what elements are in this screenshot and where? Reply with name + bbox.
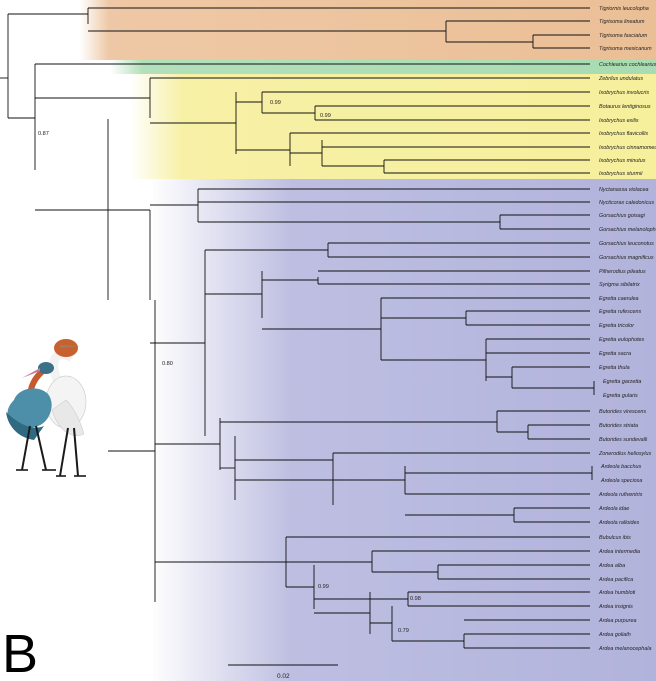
- taxon-label: Egretta eulophotes: [599, 337, 645, 343]
- taxon-label: Ardeola bacchus: [600, 464, 641, 470]
- taxon-label: Nycticorax caledonicus: [599, 200, 654, 206]
- taxon-label: Ardea purpurea: [598, 618, 636, 624]
- taxon-label: Butorides sundevalli: [599, 437, 648, 443]
- clade-band-cochlearius: [110, 60, 656, 74]
- taxon-label: Egretta garzetta: [603, 379, 641, 385]
- taxon-label: Ardea alba: [598, 563, 625, 569]
- support-value: 0.80: [162, 361, 173, 367]
- taxon-label: Ardeola ralloides: [598, 520, 639, 526]
- taxon-label: Tigrisoma fasciatum: [599, 33, 648, 39]
- taxon-label: Gorsachius goisagi: [599, 213, 646, 219]
- taxon-label: Tigrisoma mexicanum: [599, 46, 652, 52]
- clade-band-tigrisoma: [80, 0, 656, 60]
- scale-bar-label: 0.02: [277, 673, 290, 680]
- taxon-label: Botaurus lentiginosus: [599, 104, 651, 110]
- taxon-label: Egretta sacra: [599, 351, 631, 357]
- taxon-label: Ixobrychus minutus: [599, 158, 646, 164]
- support-value: 0.87: [38, 131, 49, 137]
- heron-illustration: [6, 339, 87, 477]
- taxon-label: Ardeola rufiventris: [598, 492, 643, 498]
- tree-branches: [0, 7, 595, 649]
- support-value: 0.79: [398, 628, 409, 634]
- taxon-label: Egretta gularis: [603, 393, 638, 399]
- taxon-label: Ardea pacifica: [598, 577, 633, 583]
- taxon-label: Butorides striata: [599, 423, 638, 429]
- taxon-label: Ardea intermedia: [598, 549, 640, 555]
- taxon-label: Ardea goliath: [598, 632, 631, 638]
- taxon-label: Egretta caerulea: [599, 296, 639, 302]
- support-value: 0.99: [320, 113, 331, 119]
- taxon-label: Ardea insignis: [598, 604, 633, 610]
- taxon-label: Ixobrychus flavicollis: [599, 131, 648, 137]
- taxon-label: Nyctanassa violacea: [599, 187, 648, 193]
- taxon-label: Cochlearius cochlearius: [599, 62, 656, 68]
- support-value: 0.99: [270, 100, 281, 106]
- taxon-label: Egretta tricolor: [599, 323, 634, 329]
- support-value: 0.98: [410, 596, 421, 602]
- taxon-label: Gorsachius magnificus: [599, 255, 654, 261]
- taxon-label: Egretta rufescens: [599, 309, 642, 315]
- clade-band-ixobrychus: [130, 74, 656, 179]
- taxon-label: Butorides virescens: [599, 409, 646, 415]
- taxon-label: Ardea humbloti: [598, 590, 636, 596]
- taxon-label: Ardeola speciosa: [600, 478, 642, 484]
- taxon-label: Egretta thula: [599, 365, 630, 371]
- taxon-label: Zonerodius heliosylus: [598, 451, 651, 457]
- taxon-label: Gorsachius melanolophus: [599, 227, 656, 233]
- taxon-label: Syrigma sibilatrix: [599, 282, 640, 288]
- taxon-label: Gorsachius leuconotus: [599, 241, 654, 247]
- taxon-label: Ardeola idae: [598, 506, 629, 512]
- panel-letter: B: [2, 624, 38, 681]
- taxon-label: Tigriornis leucolopha: [599, 6, 649, 12]
- support-value: 0.99: [318, 584, 329, 590]
- taxon-label: Ixobrychus sturmii: [599, 171, 643, 177]
- taxon-label: Zebrilus undulatus: [598, 76, 643, 82]
- taxon-label: Ixobrychus cinnamomeus: [599, 145, 656, 151]
- taxon-label: Ardea melanocephala: [598, 646, 651, 652]
- taxon-label: Pilherodius pileatus: [599, 269, 646, 275]
- taxon-label: Bubulcus ibis: [599, 535, 631, 541]
- taxon-label: Tigrisoma lineatum: [599, 19, 645, 25]
- taxon-label: Ixobrychus involucris: [599, 90, 649, 96]
- clade-band-ardeinae: [150, 179, 656, 681]
- taxon-label: Ixobrychus exilis: [599, 118, 639, 124]
- support-labels: 0.87 0.99 0.99 0.80 0.99 0.98 0.79: [38, 100, 421, 634]
